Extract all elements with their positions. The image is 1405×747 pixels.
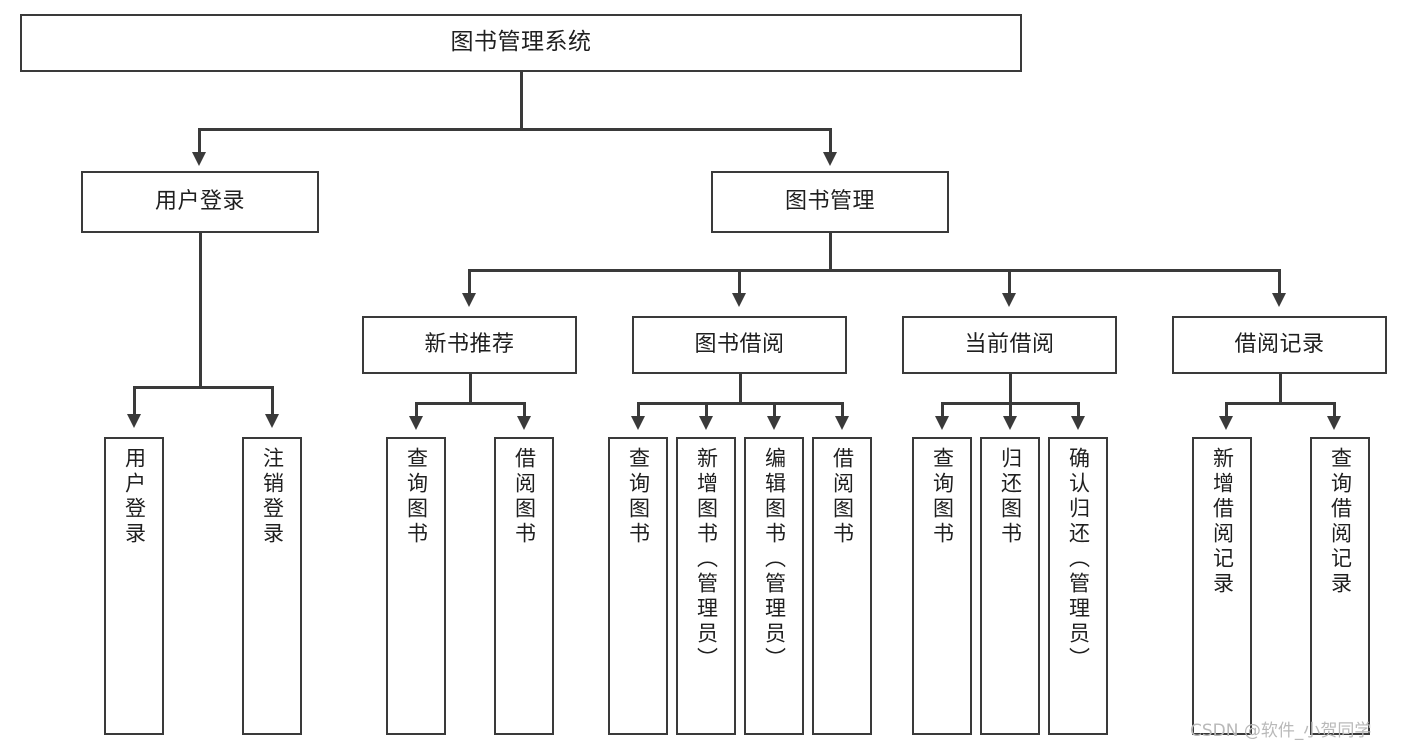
arrowhead-leaf-query-record (1327, 416, 1341, 430)
node-leaf-user-login[interactable]: 用户登录 (104, 437, 164, 735)
node-leaf-borrow-book-2[interactable]: 借阅图书 (812, 437, 872, 735)
connector-to-book-borrow (738, 269, 741, 295)
connector-book-borrow-bus (637, 402, 843, 405)
node-leaf-confirm-return[interactable]: 确认归还（管理员） (1048, 437, 1108, 735)
node-label: 新增借阅记录 (1210, 447, 1235, 597)
connector-borrow-record-bus (1225, 402, 1335, 405)
node-leaf-user-logout[interactable]: 注销登录 (242, 437, 302, 735)
node-leaf-query-record[interactable]: 查询借阅记录 (1310, 437, 1370, 735)
connector-user-login-bus (133, 386, 272, 389)
node-leaf-return-book[interactable]: 归还图书 (980, 437, 1040, 735)
node-label: 归还图书 (998, 447, 1023, 547)
arrowhead-leaf-user-logout (265, 414, 279, 428)
connector-current-borrow-stem (1009, 374, 1012, 404)
arrowhead-to-new-book-recommend (462, 293, 476, 307)
connector-level3-bus (468, 269, 1280, 272)
connector-to-book-manage (829, 128, 832, 154)
connector-br-drop-1 (1225, 402, 1228, 418)
node-label: 借阅记录 (1234, 331, 1325, 357)
connector-cb-drop-3 (1077, 402, 1080, 418)
connector-br-drop-2 (1333, 402, 1336, 418)
connector-bb-drop-2 (705, 402, 708, 418)
arrowhead-leaf-query-book-3 (935, 416, 949, 430)
node-label: 新书推荐 (424, 331, 515, 357)
node-label: 当前借阅 (964, 331, 1055, 357)
node-label: 借阅图书 (512, 447, 537, 547)
node-new-book-recommend[interactable]: 新书推荐 (362, 316, 577, 374)
connector-cb-drop-2 (1009, 402, 1012, 418)
arrowhead-leaf-borrow-book-2 (835, 416, 849, 430)
connector-bb-drop-3 (773, 402, 776, 418)
connector-root-stem (520, 72, 523, 130)
connector-user-login-drop-1 (133, 386, 136, 416)
node-leaf-query-book-1[interactable]: 查询图书 (386, 437, 446, 735)
node-book-borrow[interactable]: 图书借阅 (632, 316, 847, 374)
connector-new-book-recommend-bus (415, 402, 525, 405)
node-current-borrow[interactable]: 当前借阅 (902, 316, 1117, 374)
node-leaf-query-book-3[interactable]: 查询图书 (912, 437, 972, 735)
node-leaf-edit-book[interactable]: 编辑图书（管理员） (744, 437, 804, 735)
arrowhead-leaf-edit-book (767, 416, 781, 430)
node-root-book-management-system[interactable]: 图书管理系统 (20, 14, 1022, 72)
node-leaf-add-book[interactable]: 新增图书（管理员） (676, 437, 736, 735)
csdn-watermark: CSDN @软件_小贺同学 (1190, 721, 1372, 741)
connector-cb-drop-1 (941, 402, 944, 418)
node-leaf-add-record[interactable]: 新增借阅记录 (1192, 437, 1252, 735)
arrowhead-leaf-confirm-return (1071, 416, 1085, 430)
arrowhead-to-current-borrow (1002, 293, 1016, 307)
node-label: 编辑图书（管理员） (762, 447, 787, 672)
connector-borrow-record-stem (1279, 374, 1282, 404)
arrowhead-to-book-manage (823, 152, 837, 166)
node-user-login[interactable]: 用户登录 (81, 171, 319, 233)
connector-to-borrow-record (1278, 269, 1281, 295)
connector-user-login-drop-2 (271, 386, 274, 416)
node-leaf-query-book-2[interactable]: 查询图书 (608, 437, 668, 735)
connector-to-user-login (198, 128, 201, 154)
arrowhead-leaf-borrow-book-1 (517, 416, 531, 430)
arrowhead-leaf-query-book-2 (631, 416, 645, 430)
connector-bb-drop-4 (841, 402, 844, 418)
node-leaf-borrow-book-1[interactable]: 借阅图书 (494, 437, 554, 735)
node-label: 图书管理 (784, 188, 875, 214)
arrowhead-leaf-add-book (699, 416, 713, 430)
arrowhead-leaf-return-book (1003, 416, 1017, 430)
node-label: 图书管理系统 (450, 29, 592, 56)
node-label: 查询图书 (626, 447, 651, 547)
connector-to-new-book-recommend (468, 269, 471, 295)
arrowhead-to-borrow-record (1272, 293, 1286, 307)
arrowhead-to-user-login (192, 152, 206, 166)
connector-book-borrow-stem (739, 374, 742, 404)
arrowhead-leaf-user-login (127, 414, 141, 428)
connector-to-current-borrow (1008, 269, 1011, 295)
connector-user-login-stem (199, 233, 202, 388)
node-label: 用户登录 (122, 447, 147, 547)
node-label: 查询图书 (404, 447, 429, 547)
arrowhead-leaf-add-record (1219, 416, 1233, 430)
node-label: 确认归还（管理员） (1066, 447, 1091, 672)
node-book-manage[interactable]: 图书管理 (711, 171, 949, 233)
node-label: 图书借阅 (694, 331, 785, 357)
node-label: 借阅图书 (830, 447, 855, 547)
connector-level2-bus (198, 128, 832, 131)
connector-nbr-drop-1 (415, 402, 418, 418)
node-label: 注销登录 (260, 447, 285, 547)
node-label: 查询图书 (930, 447, 955, 547)
arrowhead-leaf-query-book-1 (409, 416, 423, 430)
node-label: 新增图书（管理员） (694, 447, 719, 672)
node-label: 查询借阅记录 (1328, 447, 1353, 597)
connector-book-manage-stem (829, 233, 832, 271)
connector-new-book-recommend-stem (469, 374, 472, 404)
connector-nbr-drop-2 (523, 402, 526, 418)
connector-bb-drop-1 (637, 402, 640, 418)
node-borrow-record[interactable]: 借阅记录 (1172, 316, 1387, 374)
node-label: 用户登录 (154, 188, 245, 214)
arrowhead-to-book-borrow (732, 293, 746, 307)
